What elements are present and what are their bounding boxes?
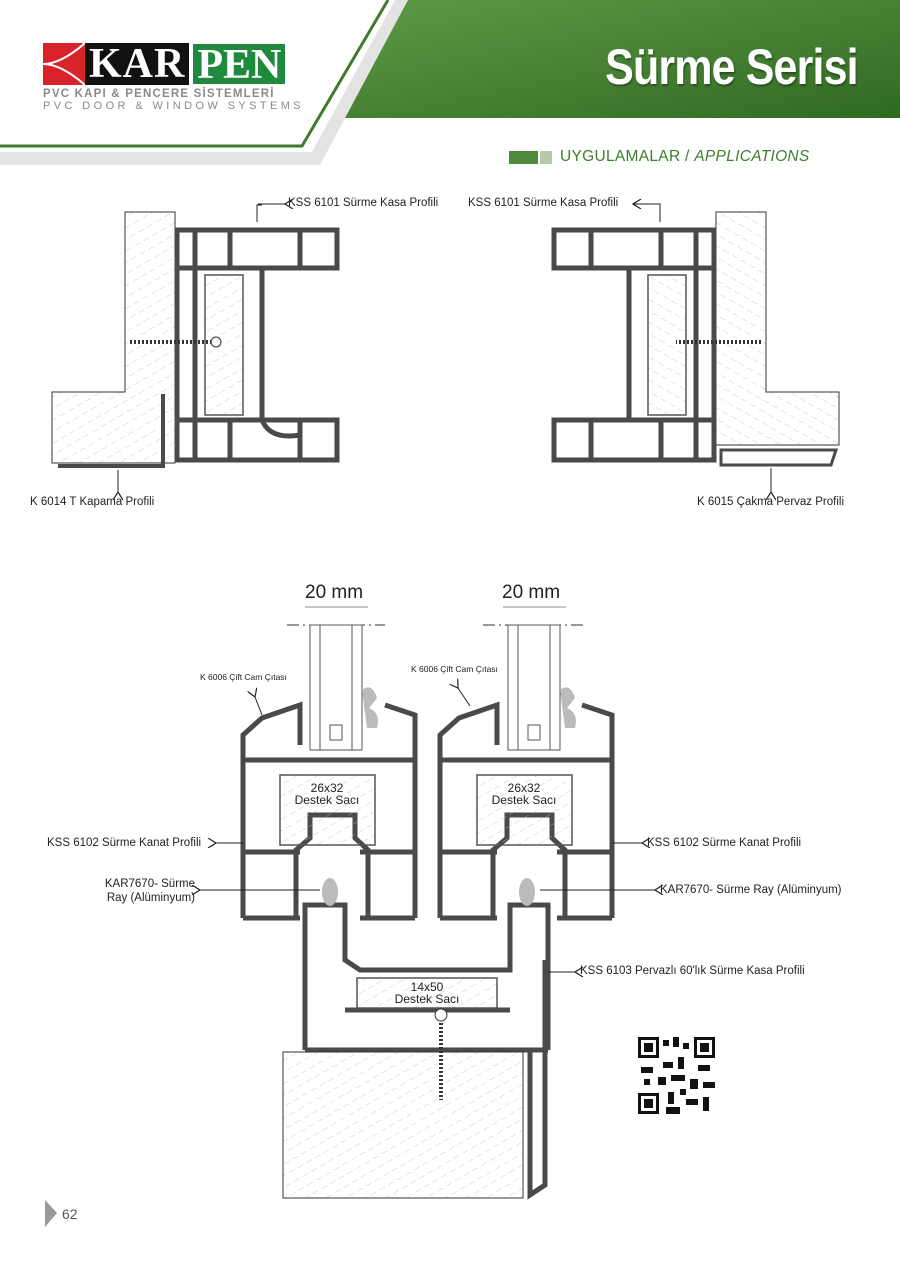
steel-left-name: Destek Sacı [294, 793, 360, 807]
label-bead-left: K 6006 Çift Cam Çıtası [200, 672, 287, 682]
steel-frame-name: Destek Sacı [394, 992, 460, 1006]
glass-dimension-right: 20 mm [502, 582, 561, 603]
label-sash-left: KSS 6102 Sürme Kanat Profili [47, 837, 202, 849]
label-k6015: K 6015 Çakma Pervaz Profili [697, 496, 845, 508]
logo-subtitle-en: PVC DOOR & WINDOW SYSTEMS [43, 100, 305, 112]
section-marker-dark [509, 150, 538, 164]
page-marker-icon [45, 1200, 57, 1227]
header-background [0, 0, 900, 165]
label-rail-left-line2: Ray (Alüminyum) [106, 892, 195, 904]
detail-top-left [51, 204, 340, 492]
steel-left-size: 26x32 [310, 781, 344, 795]
section-heading: UYGULAMALAR / APPLICATIONS [509, 148, 810, 166]
label-kss6101-right: KSS 6101 Sürme Kasa Profili [468, 197, 619, 209]
section-marker-light [540, 150, 552, 164]
detail-sliding-assembly [200, 606, 655, 1200]
section-title-en: APPLICATIONS [694, 148, 810, 165]
detail-top-right [551, 211, 840, 490]
logo-pen: PEN [192, 43, 287, 86]
label-k6014: K 6014 T Kapama Profili [30, 496, 155, 508]
label-bead-right: K 6006 Çift Cam Çıtası [411, 664, 498, 674]
page-title: Sürme Serisi [605, 39, 858, 95]
page-number: 62 [62, 1206, 78, 1222]
steel-right-size: 26x32 [507, 781, 541, 795]
logo-kar: KAR [85, 43, 190, 85]
logo-emblem-icon [43, 43, 85, 85]
karpen-logo: KAR PEN PVC KAPI & PENCERE SİSTEMLERİ PV… [43, 43, 311, 112]
steel-frame-size: 14x50 [410, 980, 444, 994]
section-title-tr: UYGULAMALAR [560, 148, 681, 165]
steel-right-name: Destek Sacı [491, 793, 557, 807]
label-sash-right: KSS 6102 Sürme Kanat Profili [647, 837, 802, 849]
label-kss6101-left: KSS 6101 Sürme Kasa Profili [288, 197, 439, 209]
glass-dimension-left: 20 mm [305, 582, 364, 603]
label-rail-left-line1: KAR7670- Sürme [104, 878, 195, 890]
qr-code [638, 1037, 715, 1114]
label-frame: KSS 6103 Pervazlı 60'lık Sürme Kasa Prof… [580, 965, 805, 977]
section-separator: / [680, 148, 695, 165]
label-rail-right: KAR7670- Sürme Ray (Alüminyum) [660, 884, 842, 896]
logo-subtitle-tr: PVC KAPI & PENCERE SİSTEMLERİ [43, 88, 275, 100]
